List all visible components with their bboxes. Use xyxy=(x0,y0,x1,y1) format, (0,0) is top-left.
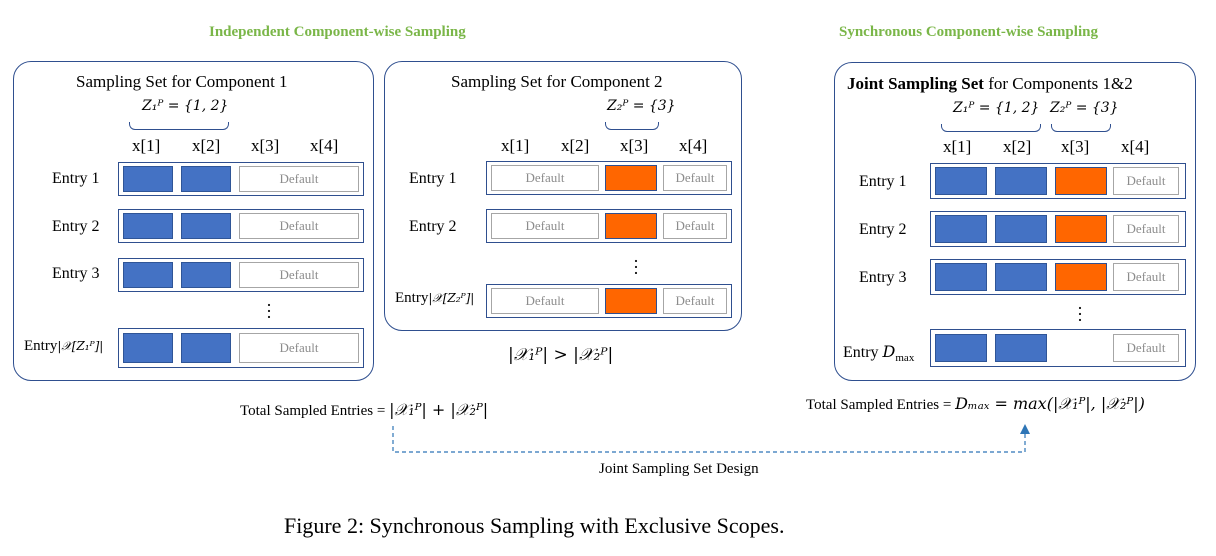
comparison-label: |𝒳₁ᴾ| > |𝒳₂ᴾ| xyxy=(508,345,614,365)
default-cell: Default xyxy=(239,166,359,192)
sampled-cell xyxy=(995,263,1047,291)
sampled-cell xyxy=(605,213,657,239)
table-row: Default xyxy=(930,259,1186,295)
vertical-ellipsis: ··· xyxy=(633,251,639,283)
table-row: Default Default xyxy=(486,209,732,243)
table-row: Default xyxy=(118,162,364,196)
column-header: x[4] xyxy=(679,136,708,155)
column-header: x[2] xyxy=(192,136,221,155)
column-header: x[2] xyxy=(1003,137,1032,156)
sampled-cell xyxy=(995,334,1047,362)
sampled-cell xyxy=(123,262,173,288)
scope-brace xyxy=(605,122,659,130)
vertical-ellipsis: ··· xyxy=(1077,298,1083,330)
scope-label: Z₂ᴾ = {3} xyxy=(607,98,676,114)
panel-component-1: Sampling Set for Component 1 Z₁ᴾ = {1, 2… xyxy=(13,61,374,381)
default-cell: Default xyxy=(1113,263,1179,291)
column-header: x[3] xyxy=(251,136,280,155)
figure-caption: Figure 2: Synchronous Sampling with Excl… xyxy=(284,513,785,538)
sampled-cell xyxy=(995,215,1047,243)
sampled-cell xyxy=(605,288,657,314)
scope-brace xyxy=(941,124,1041,132)
total-left: Total Sampled Entries = |𝒳₁ᴾ| + |𝒳₂ᴾ| xyxy=(240,400,489,419)
entry-label-last: Entry|𝒳[Z₁ᴾ]| xyxy=(24,338,104,354)
sampled-cell xyxy=(123,213,173,239)
table-row: Default xyxy=(930,329,1186,367)
entry-label: Entry 2 xyxy=(52,218,100,235)
default-cell: Default xyxy=(1113,215,1179,243)
scope-brace xyxy=(129,122,229,130)
panel-title: Sampling Set for Component 2 xyxy=(451,72,663,91)
default-cell: Default xyxy=(491,213,599,239)
table-row: Default xyxy=(930,211,1186,247)
default-cell: Default xyxy=(491,288,599,314)
entry-label: Entry 1 xyxy=(52,170,100,187)
default-cell: Default xyxy=(239,213,359,239)
column-header: x[1] xyxy=(943,137,972,156)
entry-label: Entry 2 xyxy=(859,221,907,238)
column-header: x[1] xyxy=(501,136,530,155)
sampled-cell xyxy=(181,262,231,288)
entry-label-last: Entry|𝒳[Z₂ᴾ]| xyxy=(395,290,475,306)
default-cell: Default xyxy=(663,288,727,314)
sampled-cell xyxy=(123,166,173,192)
arrow-label: Joint Sampling Set Design xyxy=(599,461,759,477)
default-cell: Default xyxy=(1113,167,1179,195)
column-header: x[3] xyxy=(620,136,649,155)
default-cell: Default xyxy=(663,213,727,239)
vertical-ellipsis: ··· xyxy=(266,295,272,327)
panel-title: Joint Sampling Set for Components 1&2 xyxy=(847,74,1133,93)
entry-label: Entry 1 xyxy=(409,170,457,187)
entry-label: Entry 1 xyxy=(859,173,907,190)
sampled-cell xyxy=(181,166,231,192)
panel-title: Sampling Set for Component 1 xyxy=(76,72,288,91)
heading-synchronous: Synchronous Component-wise Sampling xyxy=(839,24,1098,40)
default-cell: Default xyxy=(491,165,599,191)
entry-label: Entry 2 xyxy=(409,218,457,235)
heading-independent: Independent Component-wise Sampling xyxy=(209,24,466,40)
entry-label-last: Entry Dmax xyxy=(843,342,915,365)
table-row: Default Default xyxy=(486,284,732,318)
sampled-cell xyxy=(995,167,1047,195)
column-header: x[1] xyxy=(132,136,161,155)
sampled-cell xyxy=(935,334,987,362)
default-cell: Default xyxy=(239,333,359,363)
column-header: x[4] xyxy=(310,136,339,155)
sampled-cell xyxy=(181,333,231,363)
panel-component-2: Sampling Set for Component 2 Z₂ᴾ = {3} x… xyxy=(384,61,742,331)
entry-label: Entry 3 xyxy=(859,269,907,286)
panel-joint: Joint Sampling Set for Components 1&2 Z₁… xyxy=(834,62,1196,381)
sampled-cell xyxy=(1055,167,1107,195)
column-header: x[4] xyxy=(1121,137,1150,156)
sampled-cell xyxy=(181,213,231,239)
total-right: Total Sampled Entries = Dₘₐₓ = max(|𝒳₁ᴾ|… xyxy=(806,394,1145,413)
default-cell: Default xyxy=(239,262,359,288)
column-header: x[2] xyxy=(561,136,590,155)
scope-label: Z₁ᴾ = {1, 2} xyxy=(142,98,229,114)
scope-label: Z₁ᴾ = {1, 2} xyxy=(953,100,1040,116)
sampled-cell xyxy=(935,263,987,291)
table-row: Default xyxy=(930,163,1186,199)
table-row: Default xyxy=(118,209,364,243)
default-cell: Default xyxy=(663,165,727,191)
entry-label: Entry 3 xyxy=(52,265,100,282)
table-row: Default xyxy=(118,258,364,292)
default-cell: Default xyxy=(1113,334,1179,362)
scope-label: Z₂ᴾ = {3} xyxy=(1050,100,1119,116)
sampled-cell xyxy=(1055,263,1107,291)
scope-brace xyxy=(1051,124,1111,132)
sampled-cell xyxy=(123,333,173,363)
sampled-cell xyxy=(605,165,657,191)
sampled-cell xyxy=(935,167,987,195)
sampled-cell xyxy=(935,215,987,243)
table-row: Default Default xyxy=(486,161,732,195)
table-row: Default xyxy=(118,328,364,368)
column-header: x[3] xyxy=(1061,137,1090,156)
sampled-cell xyxy=(1055,215,1107,243)
